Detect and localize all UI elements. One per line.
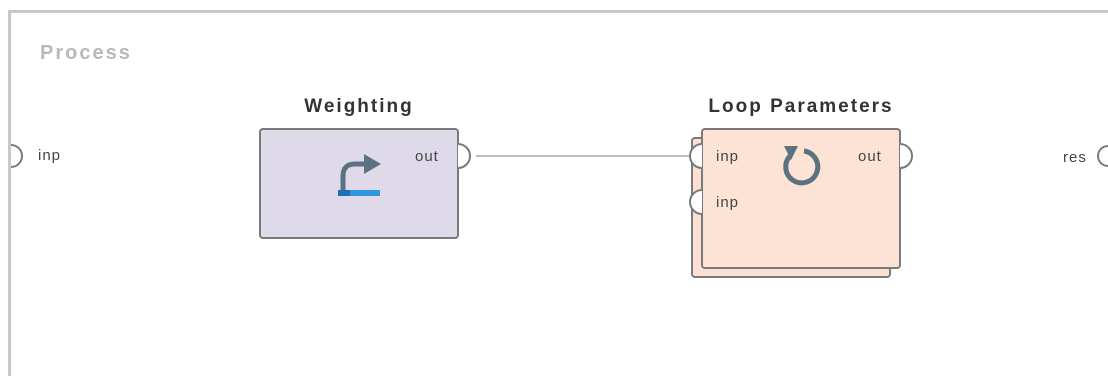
weighting-title: Weighting <box>304 96 414 117</box>
loop-output-port <box>899 143 913 169</box>
process-frame-left <box>8 10 11 376</box>
process-input-port-label: inp <box>38 147 62 164</box>
loop-input-port-2 <box>689 189 703 215</box>
process-input-port <box>10 144 23 168</box>
loop-input-port-2-label: inp <box>716 194 740 211</box>
loop-parameters-title: Loop Parameters <box>708 96 894 117</box>
process-frame-top <box>8 10 1108 13</box>
process-result-port <box>1097 145 1108 167</box>
loop-parameters-operator[interactable] <box>701 128 901 269</box>
weighting-output-port <box>457 143 471 169</box>
weighting-output-port-label: out <box>415 148 439 165</box>
loop-input-port-1 <box>689 143 703 169</box>
loop-input-port-1-label: inp <box>716 148 740 165</box>
weighting-operator[interactable] <box>259 128 459 239</box>
process-result-port-label: res <box>1063 149 1087 166</box>
loop-output-port-label: out <box>858 148 882 165</box>
process-title: Process <box>40 42 132 64</box>
